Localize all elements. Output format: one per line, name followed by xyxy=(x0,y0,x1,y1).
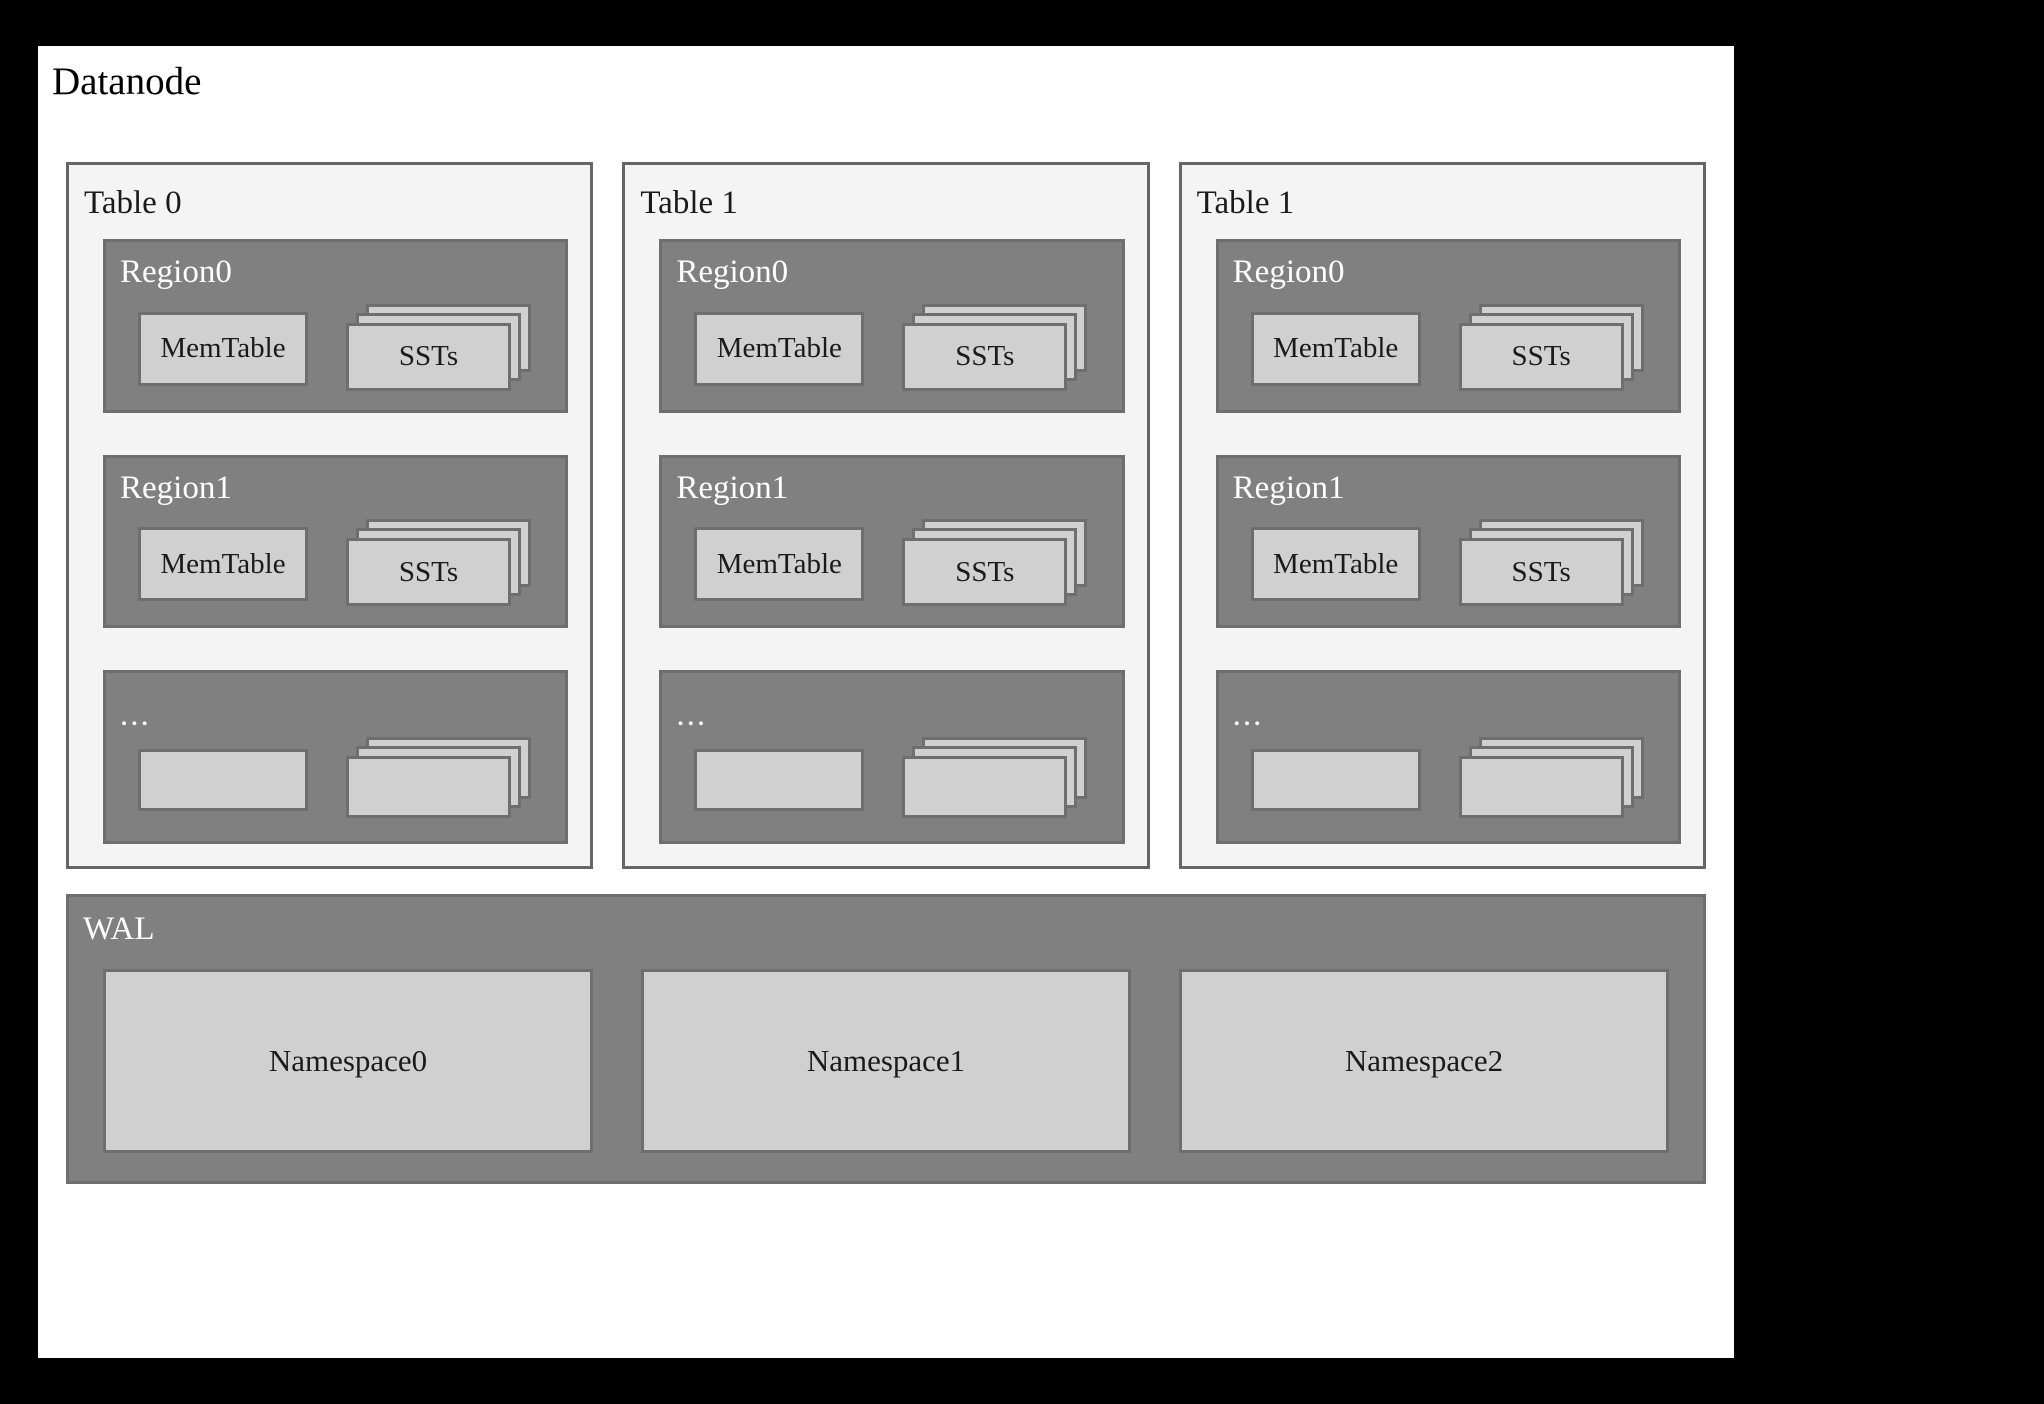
table-panel-0[interactable]: Table 0 Region0 MemTable SSTs xyxy=(66,162,594,869)
region-contents: MemTable SSTs xyxy=(694,519,1107,607)
region-box[interactable]: Region0 MemTable SSTs xyxy=(659,239,1125,413)
sst-stack[interactable]: SSTs xyxy=(346,519,531,609)
sst-stack[interactable]: SSTs xyxy=(1458,303,1644,394)
region-contents xyxy=(1250,737,1664,823)
region-contents xyxy=(138,737,551,823)
region-label: Region0 xyxy=(120,254,232,290)
region-box-more[interactable]: ... xyxy=(1215,670,1681,845)
sst-stack-blank[interactable] xyxy=(902,737,1088,823)
diagram-canvas: Datanode Table 0 Region0 MemTable SSTs xyxy=(38,46,1734,1358)
region-label: Region1 xyxy=(1232,469,1345,506)
region-box[interactable]: Region1 MemTable SSTs xyxy=(659,454,1125,629)
sst-layer-front xyxy=(902,756,1068,819)
sst-stack-blank[interactable] xyxy=(346,737,531,823)
sst-layer-front: SSTs xyxy=(902,322,1068,391)
wal-container[interactable]: WAL Namespace0 Namespace1 Namespace2 xyxy=(66,894,1706,1184)
wal-label: WAL xyxy=(83,911,155,947)
region-label: Region1 xyxy=(120,469,232,506)
sst-stack[interactable]: SSTs xyxy=(902,303,1088,394)
sst-stack[interactable]: SSTs xyxy=(902,519,1088,609)
sst-layer-front: SSTs xyxy=(346,538,511,607)
sst-layer-front: SSTs xyxy=(1458,538,1624,607)
namespace-box[interactable]: Namespace0 xyxy=(103,969,593,1153)
page-title: Datanode xyxy=(52,60,202,103)
regions-list: Region0 MemTable SSTs Region1 xyxy=(103,239,569,845)
memtable-box-blank[interactable] xyxy=(1250,749,1421,812)
region-label: Region0 xyxy=(1232,254,1345,290)
regions-list: Region0 MemTable SSTs Region1 xyxy=(1215,239,1681,845)
table-label: Table 1 xyxy=(640,185,738,221)
region-label: Region0 xyxy=(676,254,789,290)
region-box-more[interactable]: ... xyxy=(659,670,1125,845)
table-panel-2[interactable]: Table 1 Region0 MemTable SSTs xyxy=(1178,162,1706,869)
namespace-box[interactable]: Namespace2 xyxy=(1179,969,1669,1153)
region-ellipsis-label: ... xyxy=(1232,697,1264,734)
sst-stack[interactable]: SSTs xyxy=(346,303,531,394)
memtable-box[interactable]: MemTable xyxy=(694,311,865,386)
regions-list: Region0 MemTable SSTs Region1 xyxy=(659,239,1125,845)
sst-layer-front: SSTs xyxy=(1458,322,1624,391)
table-label: Table 0 xyxy=(84,185,182,221)
memtable-box[interactable]: MemTable xyxy=(138,527,308,602)
memtable-box-blank[interactable] xyxy=(138,749,308,812)
sst-layer-front xyxy=(346,756,511,819)
region-ellipsis-label: ... xyxy=(120,697,151,734)
memtable-box[interactable]: MemTable xyxy=(1250,311,1421,386)
sst-stack-blank[interactable] xyxy=(1458,737,1644,823)
region-contents xyxy=(694,737,1107,823)
memtable-box[interactable]: MemTable xyxy=(694,527,865,602)
region-contents: MemTable SSTs xyxy=(694,303,1107,391)
table-label: Table 1 xyxy=(1196,185,1295,221)
sst-layer-front xyxy=(1458,756,1624,819)
memtable-box[interactable]: MemTable xyxy=(1250,527,1421,602)
tables-row: Table 0 Region0 MemTable SSTs xyxy=(66,162,1706,869)
region-box[interactable]: Region1 MemTable SSTs xyxy=(1215,454,1681,629)
memtable-box-blank[interactable] xyxy=(694,749,865,812)
region-label: Region1 xyxy=(676,469,789,506)
region-contents: MemTable SSTs xyxy=(1250,519,1664,607)
memtable-box[interactable]: MemTable xyxy=(138,311,308,386)
sst-stack[interactable]: SSTs xyxy=(1458,519,1644,609)
region-box[interactable]: Region1 MemTable SSTs xyxy=(103,454,569,629)
namespace-list: Namespace0 Namespace1 Namespace2 xyxy=(103,969,1669,1153)
region-ellipsis-label: ... xyxy=(676,697,708,734)
region-contents: MemTable SSTs xyxy=(138,303,551,391)
region-box[interactable]: Region0 MemTable SSTs xyxy=(103,239,569,413)
sst-layer-front: SSTs xyxy=(902,538,1068,607)
region-contents: MemTable SSTs xyxy=(138,519,551,607)
region-box-more[interactable]: ... xyxy=(103,670,569,845)
region-contents: MemTable SSTs xyxy=(1250,303,1664,391)
sst-layer-front: SSTs xyxy=(346,322,511,391)
namespace-box[interactable]: Namespace1 xyxy=(641,969,1131,1153)
region-box[interactable]: Region0 MemTable SSTs xyxy=(1215,239,1681,413)
table-panel-1[interactable]: Table 1 Region0 MemTable SSTs xyxy=(622,162,1150,869)
